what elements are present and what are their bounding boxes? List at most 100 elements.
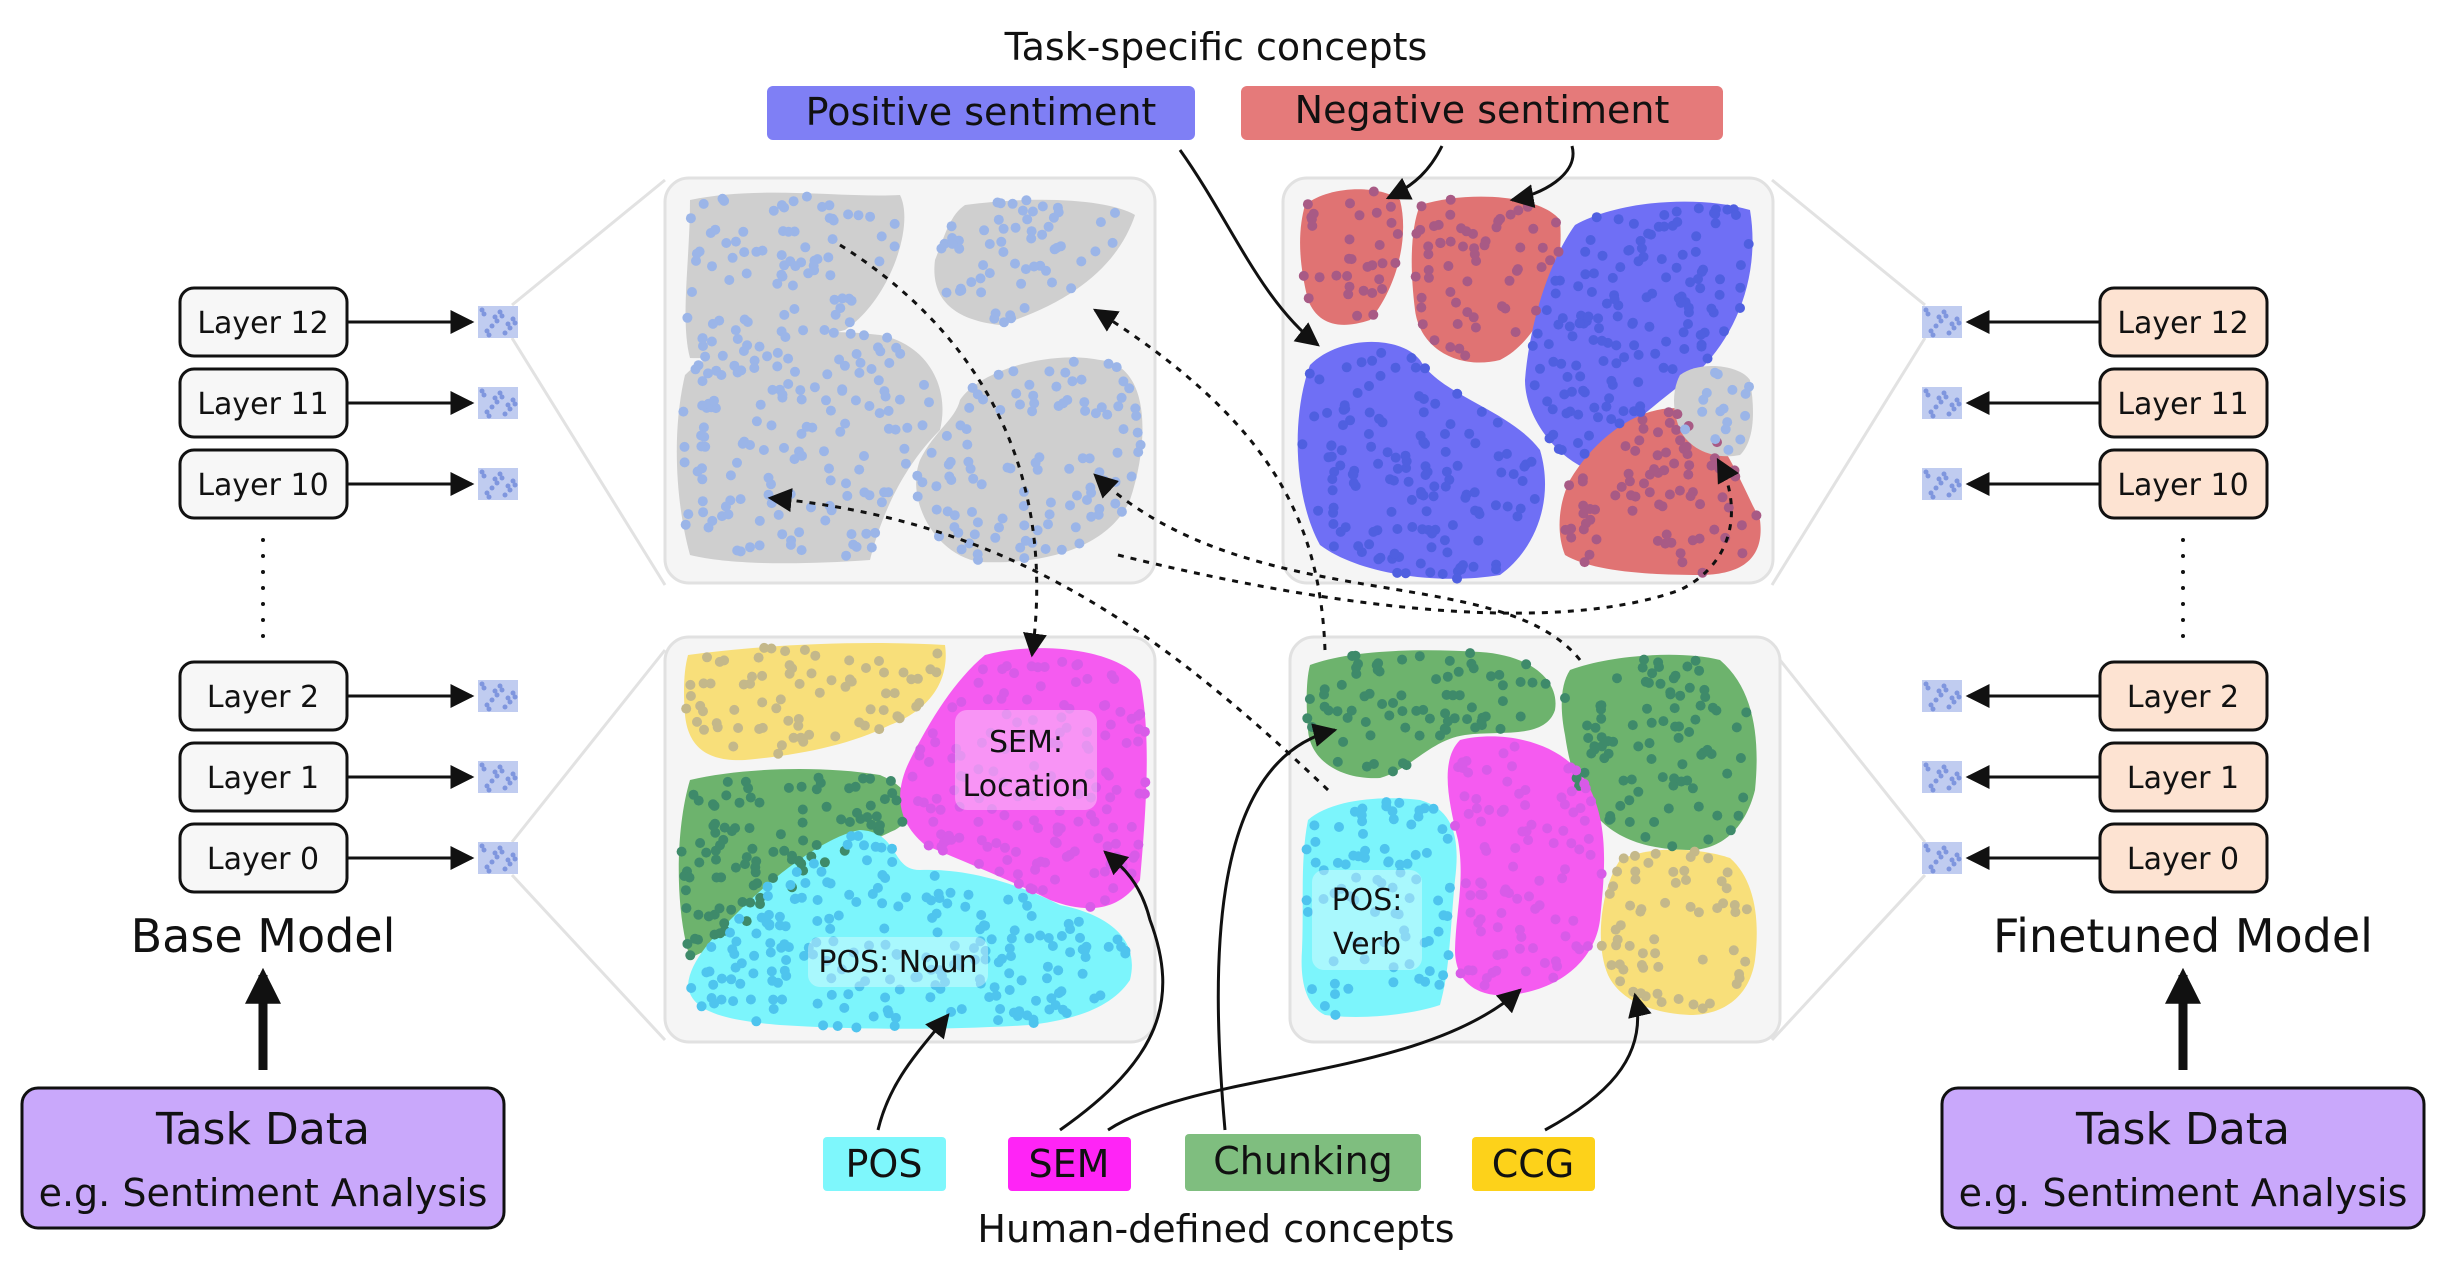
embedding-point (975, 936, 986, 947)
embedding-point (1693, 801, 1704, 812)
embedding-point (678, 406, 689, 417)
embedding-point (866, 542, 877, 553)
embedding-point (735, 978, 746, 989)
embedding-point (1586, 796, 1596, 807)
embedding-point (1445, 287, 1456, 297)
embedding-point (1630, 491, 1641, 502)
finetuned-thumbnail-dot (1933, 404, 1939, 410)
base-thumbnail-dot (499, 687, 505, 693)
embedding-point (1379, 843, 1390, 854)
embedding-point (843, 989, 854, 1000)
label-sem-location-bg (955, 710, 1097, 810)
embedding-point (1625, 900, 1636, 911)
embedding-point (1110, 476, 1121, 487)
embedding-point (995, 1004, 1006, 1014)
embedding-point (1695, 283, 1706, 294)
embedding-point (1642, 703, 1652, 714)
embedding-point (1445, 236, 1456, 247)
embedding-point (1424, 966, 1435, 977)
embedding-point (1465, 907, 1476, 918)
embedding-point (1493, 451, 1504, 462)
embedding-point (783, 715, 794, 726)
finetuned-thumbnail-dot (1951, 780, 1957, 786)
embedding-point (1737, 548, 1748, 559)
embedding-point (726, 826, 737, 837)
finetuned-thumbnail-dot (1951, 325, 1957, 331)
embedding-point (1674, 485, 1685, 496)
finetuned-thumbnail-dot (1933, 323, 1939, 329)
embedding-point (924, 397, 934, 408)
embedding-point (1007, 198, 1018, 209)
embedding-point (1460, 492, 1471, 503)
legend-chunking-swatch (1185, 1134, 1421, 1191)
embedding-point (1388, 962, 1399, 973)
embedding-point (1438, 970, 1449, 981)
embedding-point (1723, 502, 1734, 513)
embedding-point (1529, 380, 1540, 391)
finetuned-thumbnail-dot (1925, 311, 1931, 317)
embedding-point (1714, 289, 1725, 300)
embedding-point (1630, 874, 1641, 885)
embedding-point (1649, 817, 1660, 827)
embedding-point (1638, 962, 1649, 973)
embedding-point (1508, 469, 1519, 480)
embedding-point (1012, 869, 1023, 880)
finetuned-thumbnail-dot (1925, 847, 1931, 853)
embedding-point (1635, 235, 1646, 246)
embedding-point (824, 463, 834, 474)
embedding-point (1410, 849, 1421, 860)
embedding-point (919, 379, 929, 390)
finetuned-thumbnail-dot (1941, 764, 1947, 770)
embedding-point (1133, 447, 1144, 458)
embedding-point (1604, 393, 1615, 404)
legend-pos-label: POS (846, 1142, 923, 1186)
base-thumbnail-dot (510, 852, 516, 858)
embedding-point (797, 817, 808, 828)
embedding-point (1042, 973, 1052, 984)
embedding-point (1368, 186, 1379, 197)
embedding-point (703, 911, 714, 922)
finetuned-layer-label: Layer 2 (2127, 680, 2239, 715)
base-thumbnail-dot (486, 494, 492, 500)
base-thumbnail-dot (479, 307, 485, 313)
embedding-point (753, 652, 764, 663)
embedding-point (711, 854, 721, 865)
embedding-point (1624, 476, 1635, 487)
embedding-point (1492, 417, 1503, 428)
embedding-point (1627, 505, 1638, 516)
dashed-verb-to-grey (767, 488, 1330, 792)
embedding-point (1421, 847, 1432, 858)
embedding-point (1665, 689, 1676, 700)
embedding-point (1583, 833, 1594, 844)
embedding-point (747, 843, 758, 854)
embedding-point (1553, 444, 1564, 454)
embedding-point (999, 317, 1009, 328)
embedding-point (839, 1002, 850, 1013)
embedding-point (734, 797, 745, 808)
embedding-point (844, 817, 855, 827)
embedding-point (740, 776, 751, 787)
embedding-point (1406, 819, 1417, 830)
embedding-point (1400, 568, 1411, 579)
embedding-point (1053, 965, 1064, 976)
embedding-point (1601, 401, 1612, 412)
embedding-point (780, 646, 791, 657)
embedding-point (878, 705, 889, 716)
embedding-point (771, 703, 782, 714)
embedding-point (1374, 274, 1385, 285)
embedding-point (1032, 662, 1043, 673)
base-thumbnail-dot (494, 692, 500, 698)
embedding-point (745, 897, 756, 908)
embedding-point (1663, 803, 1674, 814)
embedding-point (851, 1022, 862, 1033)
embedding-point (1132, 427, 1143, 438)
embedding-point (1588, 268, 1599, 279)
embedding-point (1364, 407, 1375, 418)
finetuned-thumbnail-dot (1928, 702, 1934, 708)
embedding-point (810, 650, 821, 661)
embedding-point (709, 395, 719, 406)
embedding-point (1397, 706, 1408, 717)
embedding-point (826, 675, 837, 686)
embedding-point (757, 670, 768, 681)
embedding-point (709, 929, 720, 940)
